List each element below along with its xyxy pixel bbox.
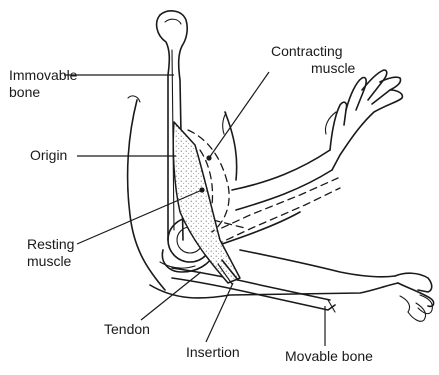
label-contracting-muscle-line2: muscle [271,60,355,77]
label-immovable-bone-line1: Immovable [9,67,77,84]
label-insertion: Insertion [186,344,240,361]
resting-muscle [173,122,240,283]
resting-forearm [150,250,398,312]
label-movable-bone: Movable bone [285,348,373,365]
raised-hand [325,70,402,170]
label-origin: Origin [30,147,67,164]
label-immovable-bone: Immovable bone [9,67,77,101]
resting-hand [395,273,434,321]
label-contracting-muscle: Contracting muscle [271,43,355,77]
label-resting-muscle: Resting muscle [27,236,74,270]
label-resting-muscle-line1: Resting [27,236,74,253]
label-tendon: Tendon [104,321,150,338]
label-immovable-bone-line2: bone [9,84,77,101]
label-contracting-muscle-line1: Contracting [271,43,355,60]
label-resting-muscle-line2: muscle [27,253,74,270]
